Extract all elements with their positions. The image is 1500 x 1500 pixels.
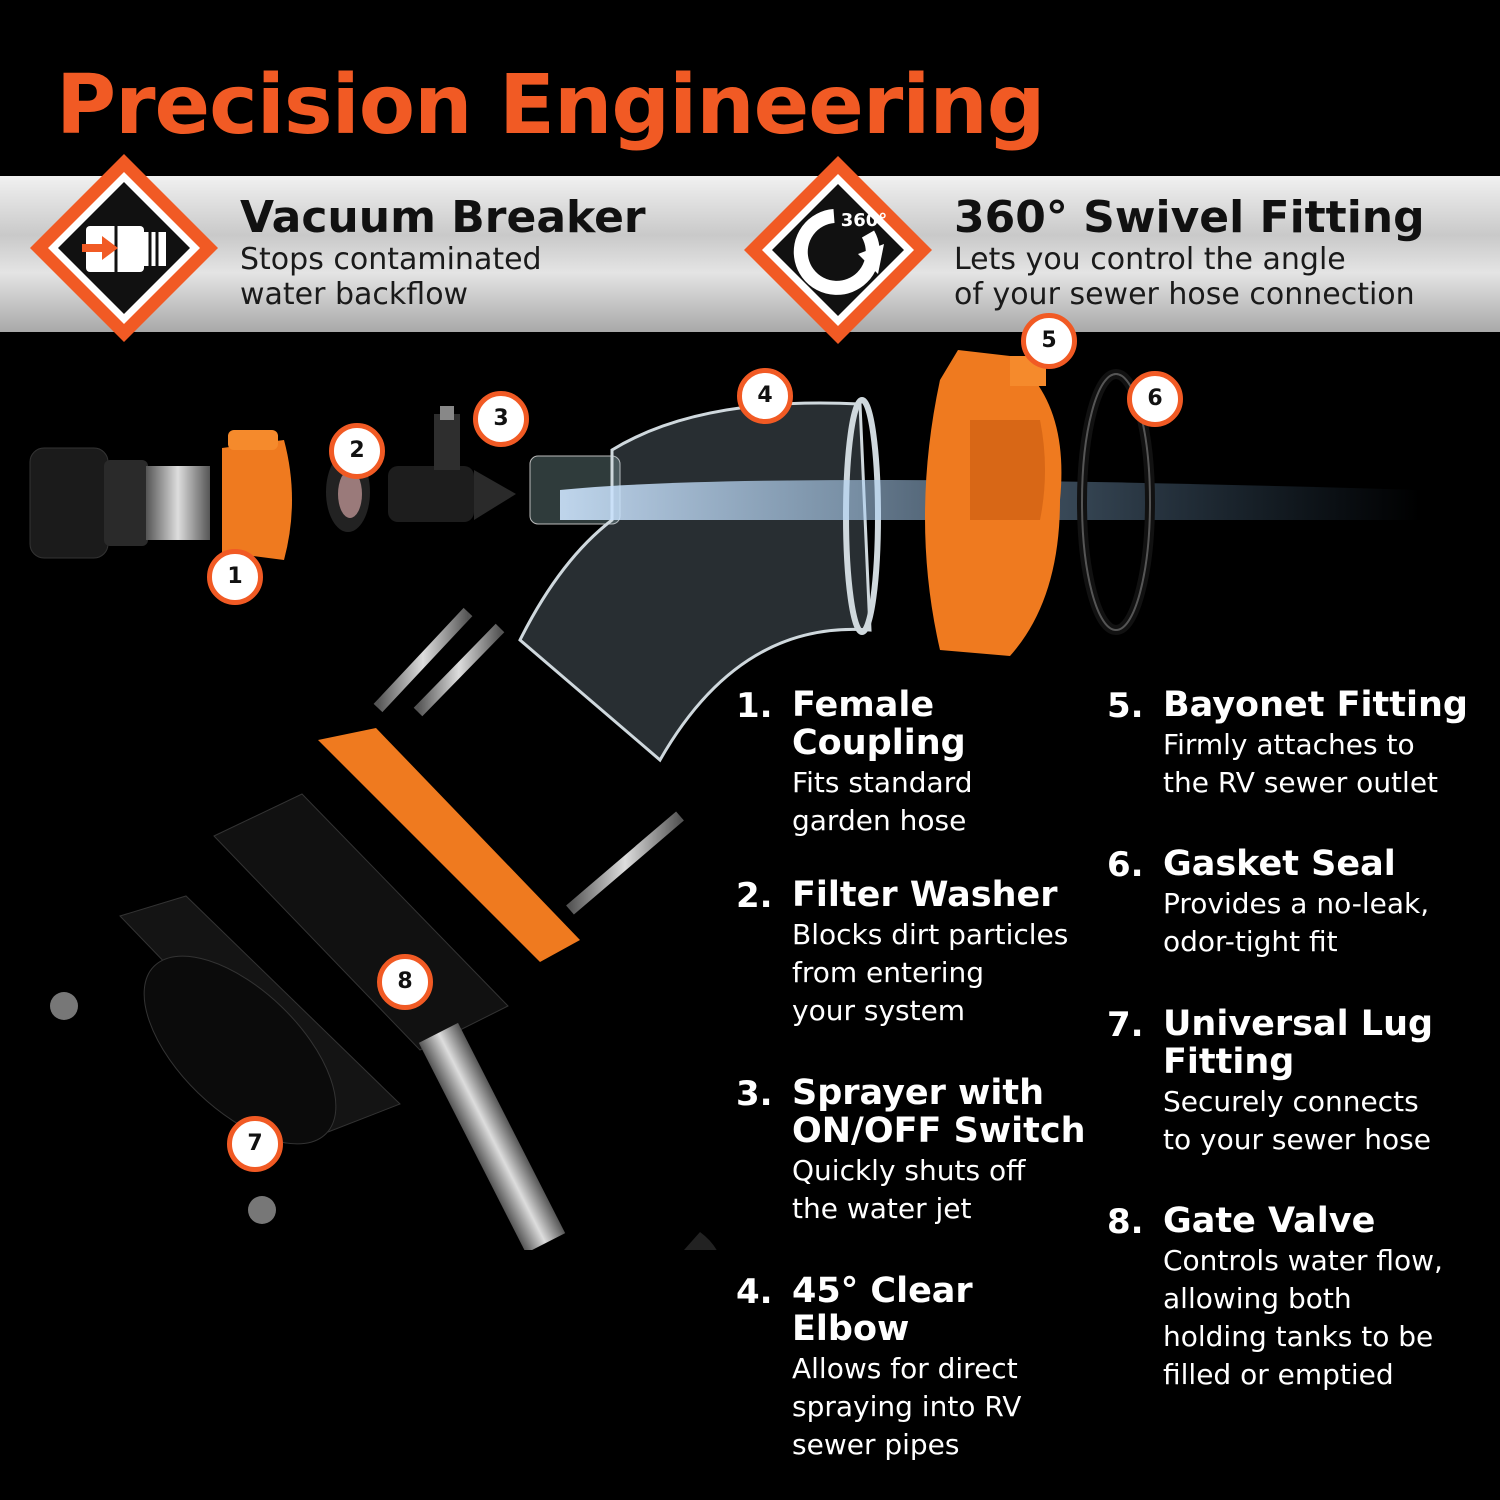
legend-number: 5.	[1107, 686, 1144, 726]
legend-number: 1.	[736, 686, 773, 726]
gate-valve-part	[213, 793, 717, 1250]
feature-desc-line: Lets you control the angle	[954, 242, 1346, 277]
legend-title-line: Gasket Seal	[1163, 844, 1396, 884]
legend-title-line: 45° Clear	[792, 1271, 973, 1311]
legend-number: 6.	[1107, 845, 1144, 885]
callout-3: 3	[473, 391, 529, 447]
lug-fitting-part	[50, 895, 401, 1224]
legend-desc-line: sewer pipes	[792, 1428, 960, 1461]
sprayer-part	[388, 406, 516, 522]
legend-title-line: Elbow	[792, 1309, 910, 1349]
legend-title-line: Bayonet Fitting	[1163, 685, 1468, 725]
callout-1: 1	[207, 549, 263, 605]
exploded-parts-illustration	[29, 350, 1420, 1250]
legend-number: 7.	[1107, 1005, 1144, 1045]
legend-desc-line: allowing both	[1163, 1282, 1352, 1315]
icon-label: 360°	[841, 210, 888, 231]
legend-desc-line: odor-tight fit	[1163, 925, 1338, 958]
legend-number: 4.	[736, 1272, 773, 1312]
feature-title: Vacuum Breaker	[240, 192, 646, 243]
legend-desc-line: spraying into RV	[792, 1390, 1022, 1423]
feature-desc-line: Stops contaminated	[240, 242, 542, 277]
legend-desc-line: the RV sewer outlet	[1163, 766, 1439, 799]
bayonet-fitting-part	[925, 350, 1062, 656]
legend-desc-line: Securely connects	[1163, 1085, 1419, 1118]
callout-4: 4	[737, 368, 793, 424]
legend-desc-line: Firmly attaches to	[1163, 728, 1415, 761]
legend-title-line: ON/OFF Switch	[792, 1111, 1086, 1151]
legend-desc-line: Fits standard	[792, 766, 973, 799]
legend-desc-line: Controls water flow,	[1163, 1244, 1443, 1277]
legend-title-line: Universal Lug	[1163, 1004, 1434, 1044]
callout-7: 7	[227, 1116, 283, 1172]
legend-number: 2.	[736, 876, 773, 916]
vacuum-breaker-icon	[30, 154, 218, 342]
legend-title-line: Gate Valve	[1163, 1201, 1376, 1241]
legend-desc-line: the water jet	[792, 1192, 972, 1225]
legend-desc-line: Allows for direct	[792, 1352, 1018, 1385]
callout-8: 8	[377, 954, 433, 1010]
feature-desc-line: of your sewer hose connection	[954, 277, 1415, 312]
legend-title-line: Coupling	[792, 723, 966, 763]
legend-desc-line: your system	[792, 994, 966, 1027]
legend-title-line: Female	[792, 685, 935, 725]
callout-6: 6	[1127, 371, 1183, 427]
rotate-360-icon: 360°	[744, 156, 932, 344]
page-title: Precision Engineering	[56, 58, 1045, 153]
feature-swivel-fitting: 360° Swivel Fitting Lets you control the…	[954, 192, 1425, 313]
legend-desc-line: filled or emptied	[1163, 1358, 1394, 1391]
legend-desc-line: holding tanks to be	[1163, 1320, 1434, 1353]
legend-number: 3.	[736, 1074, 773, 1114]
legend-desc-line: Blocks dirt particles	[792, 918, 1069, 951]
female-coupling-part	[29, 430, 292, 560]
callout-2: 2	[329, 423, 385, 479]
legend-desc-line: to your sewer hose	[1163, 1123, 1431, 1156]
legend-desc-line: Provides a no-leak,	[1163, 887, 1430, 920]
callout-5: 5	[1021, 313, 1077, 369]
legend-number: 8.	[1107, 1202, 1144, 1242]
feature-vacuum-breaker: Vacuum Breaker Stops contaminated water …	[240, 192, 646, 313]
legend-desc-line: garden hose	[792, 804, 967, 837]
legend-title-line: Sprayer with	[792, 1073, 1045, 1113]
feature-desc-line: water backflow	[240, 277, 469, 312]
gate-seal-part	[318, 728, 580, 962]
feature-title: 360° Swivel Fitting	[954, 192, 1425, 243]
legend-title-line: Filter Washer	[792, 875, 1058, 915]
bolt-part	[373, 607, 684, 915]
legend-desc-line: from entering	[792, 956, 985, 989]
legend-desc-line: Quickly shuts off	[792, 1154, 1026, 1187]
legend-title-line: Fitting	[1163, 1042, 1295, 1082]
